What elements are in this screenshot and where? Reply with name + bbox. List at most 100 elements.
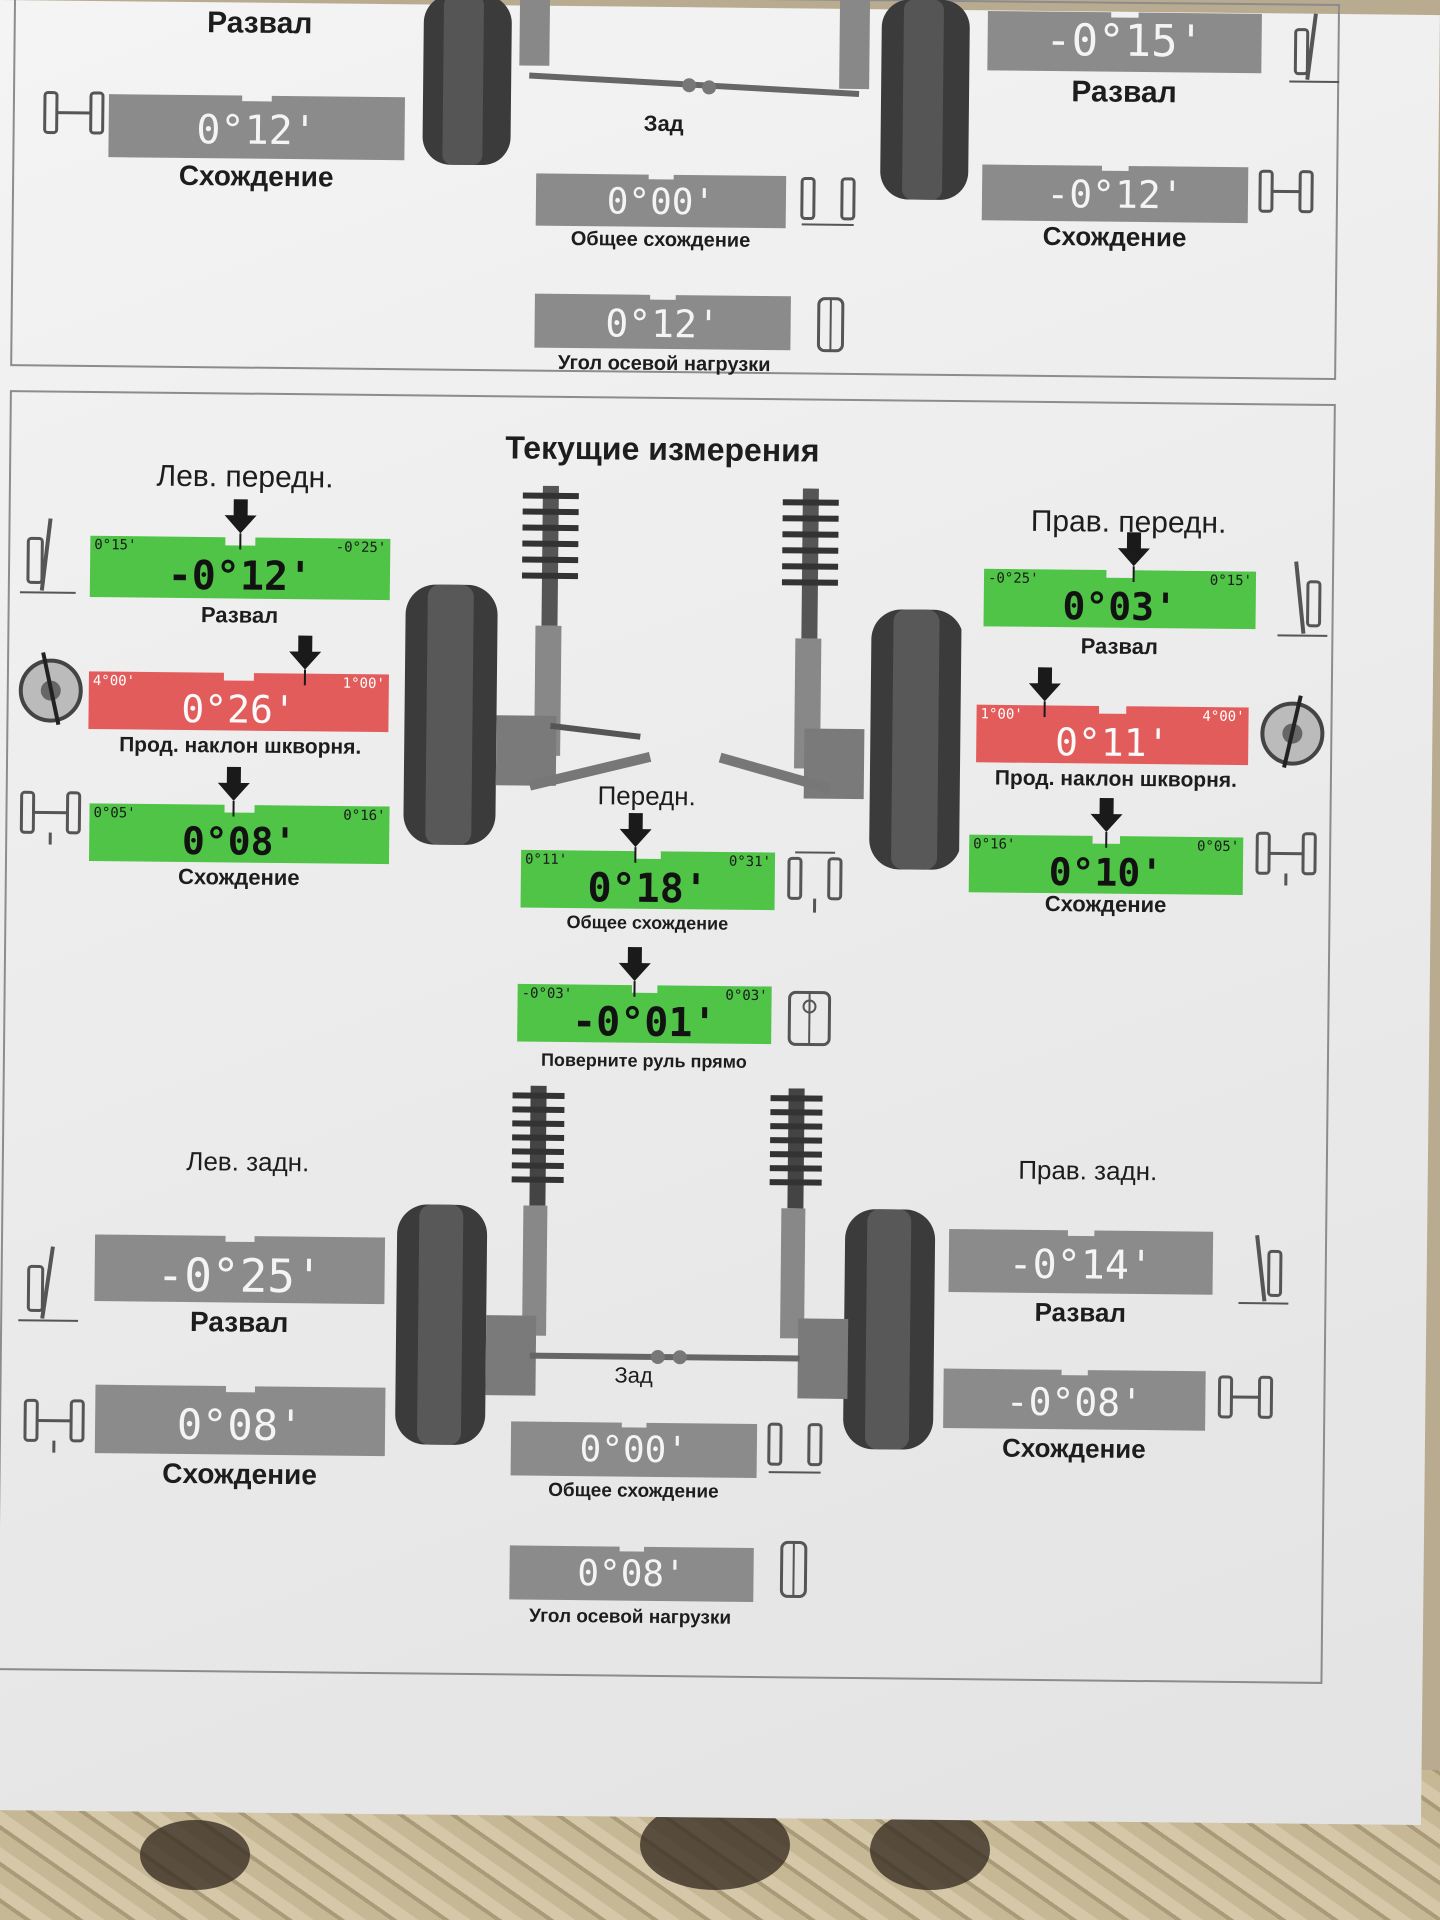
rear-total-toe-label: Общее схождение — [548, 1479, 719, 1503]
suspension-strut-icon — [521, 485, 579, 756]
top-total-toe-label: Общее схождение — [570, 227, 751, 252]
top-right-camber-gauge: -0°15' — [987, 4, 1262, 74]
left-rear-toe-label: Схождение — [162, 1457, 318, 1491]
gauge-value: -0°15' — [1044, 14, 1205, 68]
gauge-bar — [108, 94, 406, 161]
gauge-bar — [987, 10, 1262, 74]
gauge-value: 0°08' — [181, 818, 297, 865]
indicator-arrow — [1117, 532, 1150, 567]
gauge-min: 0°15' — [94, 537, 137, 554]
right-rear-camber-label: Развал — [1034, 1296, 1127, 1328]
right-rear-camber-gauge: -0°14' — [948, 1222, 1214, 1295]
left-rear-camber-label: Развал — [189, 1306, 289, 1339]
rear-suspension-diagram — [418, 0, 980, 215]
gauge-value: 0°03' — [1062, 584, 1178, 630]
indicator-arrow — [618, 947, 651, 982]
gauge-value: 0°00' — [606, 181, 716, 224]
rear-axle-label: Зад — [614, 1362, 653, 1388]
gauge-value: -0°12' — [1046, 171, 1184, 218]
total-toe-icon — [765, 1418, 826, 1484]
steering-gauge: -0°03' 0°03' -0°01' — [517, 945, 772, 1047]
gauge-value: -0°25' — [156, 1247, 324, 1304]
gauge-bar — [94, 1384, 386, 1457]
gauge-bar — [943, 1368, 1206, 1431]
rear-total-toe-gauge: 0°00' — [510, 1415, 758, 1479]
gauge-value: 0°08' — [176, 1399, 304, 1451]
gauge-max: 0°15' — [1209, 572, 1253, 590]
gauge-max: 0°31' — [728, 853, 772, 871]
top-thrust-gauge: 0°12' — [534, 288, 791, 351]
gauge-bar — [976, 667, 1249, 766]
gauge-max: 1°00' — [342, 675, 385, 693]
toe-icon — [19, 1390, 90, 1462]
gauge-min: -0°25' — [987, 570, 1039, 587]
left-front-caster-label: Прод. наклон шкворня. — [119, 733, 362, 759]
caster-icon — [1258, 693, 1329, 775]
indicator-arrow — [1028, 667, 1061, 702]
top-total-toe-gauge: 0°00' — [535, 168, 787, 229]
gauge-max: 0°16' — [343, 807, 386, 825]
gauge-bar — [88, 766, 390, 865]
top-right-toe-gauge: -0°12' — [981, 158, 1249, 224]
left-front-toe-label: Схождение — [177, 863, 300, 891]
steering-icon — [781, 986, 838, 1056]
right-front-camber-gauge: -0°25' 0°15' 0°03' — [983, 530, 1257, 630]
left-front-camber-gauge: 0°15' -0°25' -0°12' — [89, 495, 391, 601]
right-front-caster-label: Прод. наклон шкворня. — [994, 766, 1238, 792]
right-rear-toe-label: Схождение — [1001, 1432, 1146, 1465]
top-thrust-label: Угол осевой нагрузки — [557, 351, 771, 377]
gauge-bar — [510, 1421, 758, 1479]
gauge-min: 1°00' — [980, 706, 1023, 723]
gauge-max: -0°25' — [335, 539, 387, 557]
left-front-label: Лев. передн. — [156, 459, 334, 495]
indicator-arrow — [1090, 797, 1123, 833]
gauge-value: -0°12' — [167, 552, 313, 601]
gauge-min: -0°03' — [521, 985, 573, 1003]
indicator-arrow — [289, 635, 322, 670]
gauge-min: 0°05' — [93, 805, 136, 822]
left-rear-label: Лев. задн. — [186, 1146, 310, 1178]
left-front-caster-gauge: 4°00' 1°00' 0°26' — [88, 633, 389, 732]
front-axle-label: Передн. — [597, 780, 696, 812]
indicator-arrow — [224, 499, 257, 534]
indicator-arrow — [217, 766, 250, 801]
gauge-min: 0°11' — [524, 851, 568, 868]
gauge-value: 0°10' — [1048, 850, 1164, 896]
left-front-camber-label: Развал — [200, 602, 279, 628]
gauge-value: -0°14' — [1008, 1241, 1154, 1290]
front-suspension-diagram — [399, 484, 964, 875]
camber-icon — [1238, 1231, 1289, 1311]
toe-icon — [15, 782, 86, 854]
gauge-value: 0°12' — [196, 107, 318, 155]
gauge-bar — [983, 532, 1257, 630]
top-right-toe-label: Схождение — [1042, 220, 1187, 253]
gauge-value: 0°12' — [605, 301, 721, 347]
fabric-pattern — [140, 1820, 250, 1890]
total-toe-icon — [798, 172, 859, 234]
gauge-max: 0°03' — [725, 987, 768, 1005]
total-toe-icon — [784, 848, 845, 920]
gauge-bar — [520, 813, 776, 911]
gauge-max: 4°00' — [1202, 708, 1245, 726]
camber-icon — [18, 1242, 79, 1328]
camber-icon — [1277, 557, 1328, 643]
rear-suspension-diagram — [389, 1084, 953, 1475]
gauge-value: 0°08' — [577, 1553, 686, 1596]
gauge-min: 0°16' — [973, 836, 1016, 853]
steering-label: Поверните руль прямо — [540, 1049, 747, 1072]
toe-icon — [1254, 163, 1319, 225]
caster-icon — [16, 650, 87, 732]
gauge-bar — [948, 1229, 1214, 1295]
top-left-toe-label: Схождение — [178, 159, 334, 193]
gauge-value: -0°01' — [571, 999, 717, 1047]
gauge-min: 4°00' — [92, 673, 136, 690]
toe-icon — [38, 84, 109, 146]
camber-icon — [1289, 10, 1340, 90]
gauge-bar — [94, 1234, 386, 1305]
left-front-toe-gauge: 0°05' 0°16' 0°08' — [88, 765, 390, 865]
right-rear-toe-gauge: -0°08' — [943, 1362, 1206, 1431]
toe-icon — [1251, 823, 1322, 895]
right-front-caster-gauge: 1°00' 4°00' 0°11' — [976, 666, 1249, 765]
gauge-value: 0°18' — [587, 865, 709, 913]
gauge-max: 0°05' — [1196, 838, 1240, 856]
